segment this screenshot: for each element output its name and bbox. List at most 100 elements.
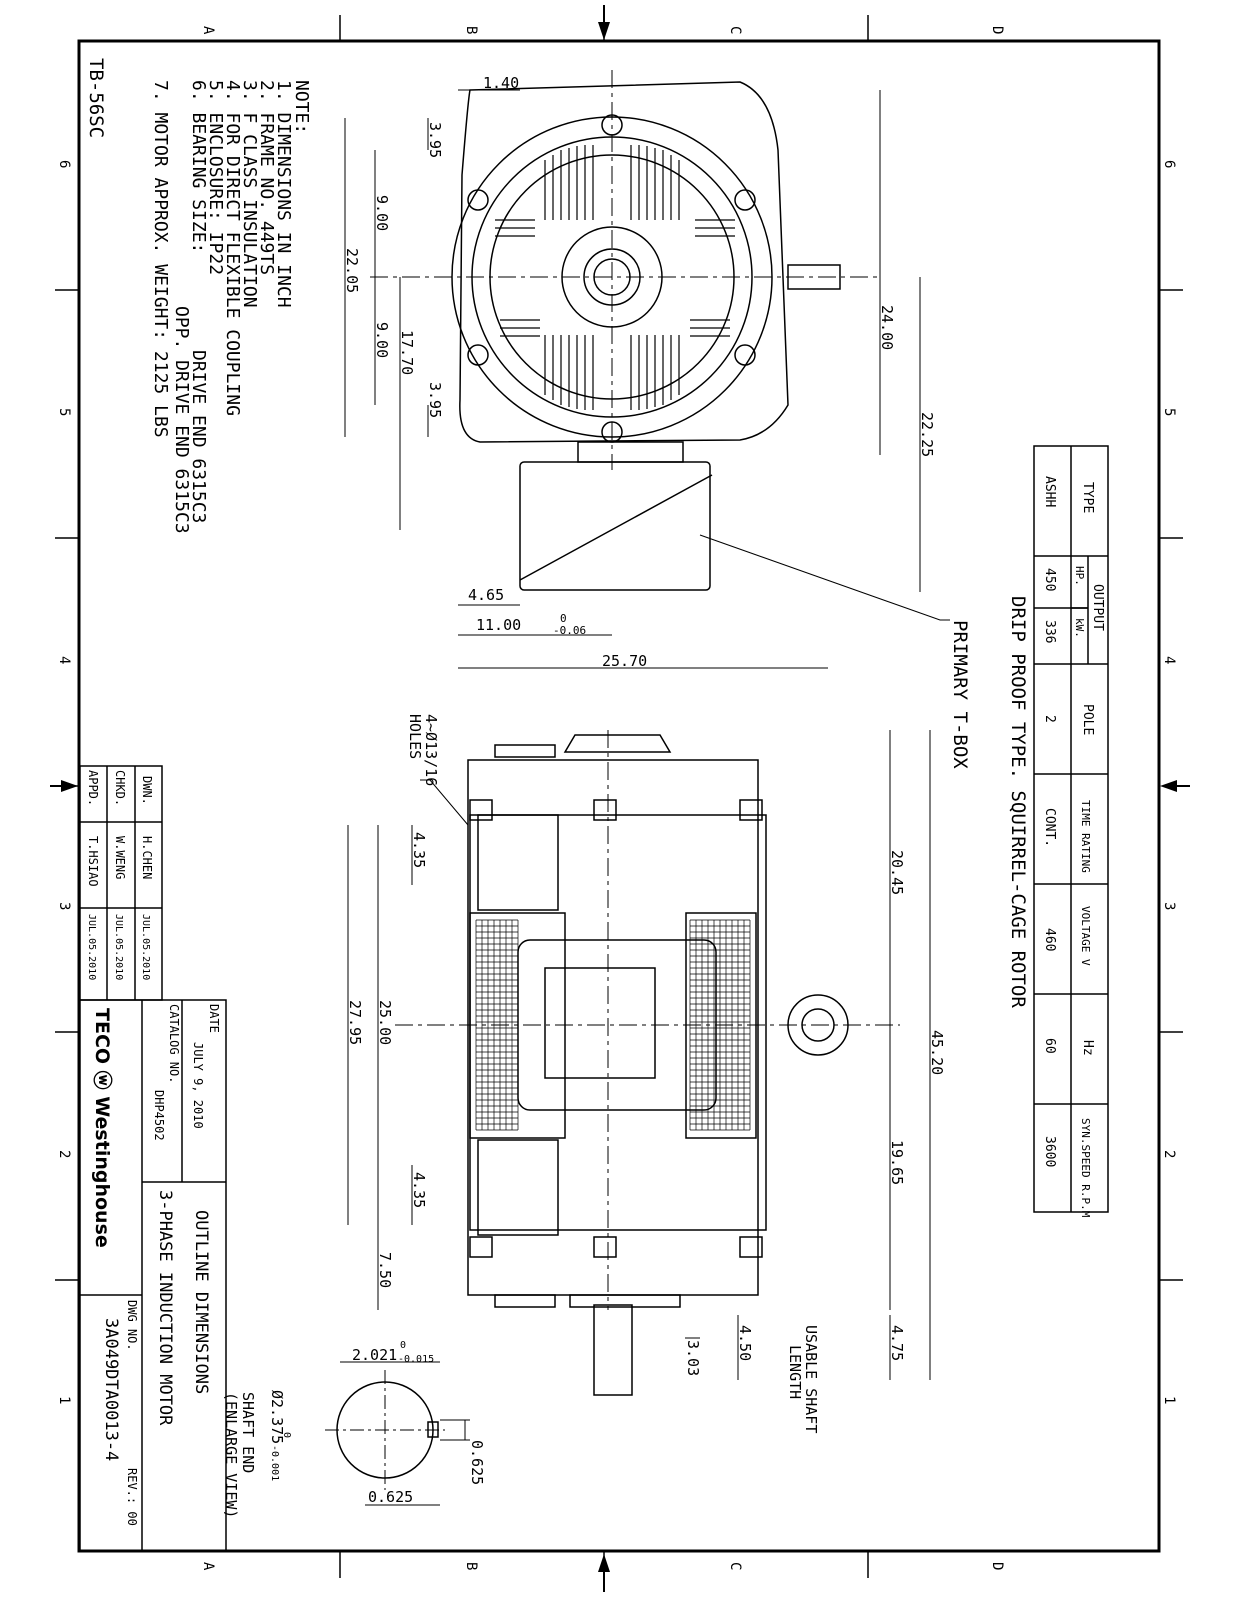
tb-date-chkd: JUL.05.2010 [113, 914, 124, 980]
tb-role-dwn: DWN. [140, 776, 154, 805]
spec-caption: DRIP PROOF TYPE. SQUIRREL-CAGE ROTOR [1007, 596, 1029, 1008]
spec-header-hp: HP. [1073, 566, 1086, 586]
spec-header-hz: Hz [1080, 1040, 1095, 1056]
grid-num-left-1: 1 [56, 1396, 72, 1404]
spec-value-pole: 2 [1042, 715, 1057, 723]
tb-name-appd: T.HSIAO [86, 836, 100, 887]
note-4: 4. FOR DIRECT FLEXIBLE COUPLING [222, 80, 243, 416]
spec-value-kw: 336 [1042, 620, 1057, 643]
dim-3-95-bottom: 3.95 [426, 382, 444, 418]
dim-20-45: 20.45 [888, 850, 906, 895]
spec-value-hp: 450 [1042, 568, 1057, 591]
note-5: 5. ENCLOSURE: IP22 [205, 80, 226, 275]
grid-letter-top-c: C [727, 26, 743, 34]
side-view-dims: 4~Ø13/16 HOLES 4.35 27.95 25.00 4.35 7.5… [346, 714, 946, 1433]
tb-role-chkd: CHKD. [113, 770, 127, 806]
note-6: 6. BEARING SIZE: [188, 80, 209, 253]
grid-letter-top-b: B [463, 26, 479, 34]
spec-header-time-rating: TIME RATING [1079, 800, 1092, 873]
dim-9-00-lower: 9.00 [373, 322, 391, 358]
spec-header-syn-speed: SYN.SPEED R.P.M [1079, 1118, 1092, 1218]
spec-value-syn-speed: 3600 [1042, 1136, 1057, 1167]
usable-shaft-label-line1: USABLE SHAFT [802, 1325, 820, 1433]
spec-header-type: TYPE [1080, 482, 1095, 513]
tb-role-appd: APPD. [86, 770, 100, 806]
tb-title-line2: 3-PHASE INDUCTION MOTOR [155, 1190, 175, 1426]
dim-0-625-vertical: 0.625 [468, 1440, 486, 1485]
tb-date-value: JULY 9, 2010 [191, 1042, 205, 1129]
usable-shaft-label-line2: LENGTH [786, 1345, 804, 1399]
spec-table [1033, 445, 1109, 1213]
note-6-drive-end: DRIVE END 6315C3 [188, 350, 209, 523]
grid-num-right-1: 1 [1161, 1396, 1177, 1404]
spec-value-type: ASHH [1042, 476, 1057, 507]
grid-num-left-4: 4 [56, 656, 72, 664]
grid-letter-bot-a: A [200, 1562, 216, 1571]
dim-4-35-bottom: 4.35 [410, 1172, 428, 1208]
dim-2-021-tol-lower: -0.015 [398, 1354, 434, 1365]
spec-header-output: OUTPUT [1090, 584, 1105, 631]
tb-dwg-label: DWG NO. [125, 1300, 139, 1351]
tb-date-appd: JUL.05.2010 [86, 914, 97, 980]
shaft-end-title-line1: SHAFT END [239, 1392, 257, 1473]
grid-letter-bot-b: B [463, 1562, 479, 1570]
sheet-id: TB-56SC [85, 58, 107, 138]
grid-letter-bot-c: C [727, 1562, 743, 1570]
dim-dia-2-375: Ø2.375 [268, 1390, 286, 1444]
grid-num-right-2: 2 [1161, 1150, 1177, 1158]
dim-25-00: 25.00 [376, 1000, 394, 1045]
note-3: 3. F CLASS INSULATION [239, 80, 260, 308]
grid-num-left-6: 6 [56, 160, 72, 168]
tb-logo-text: TECO ⓦ Westinghouse [91, 1008, 114, 1248]
tb-catalog-value: DHP4502 [152, 1090, 166, 1141]
tb-date-dwn: JUL.05.2010 [140, 914, 151, 980]
grid-num-left-3: 3 [56, 902, 72, 910]
tb-dwg-value: 3A049DTA0013-4 [101, 1318, 121, 1461]
dim-0-625-horizontal: 0.625 [368, 1488, 413, 1506]
grid-num-right-3: 3 [1161, 902, 1177, 910]
title-block [79, 765, 227, 1552]
dim-11-00: 11.00 [476, 616, 521, 634]
spec-table-text: DRIP PROOF TYPE. SQUIRREL-CAGE ROTOR TYP… [1007, 476, 1105, 1218]
note-2: 2. FRAME NO. 449TS [256, 80, 277, 275]
holes-label-line2: HOLES [406, 714, 424, 759]
grid-letter-bot-d: D [989, 1562, 1005, 1570]
dim-11-00-tol-lower: -0.06 [553, 624, 586, 637]
dim-dia-tol-upper: 0 [281, 1432, 292, 1438]
dim-4-75: 4.75 [888, 1325, 906, 1361]
grid-num-right-5: 5 [1161, 408, 1177, 416]
center-arrows [50, 5, 1190, 1592]
spec-header-pole: POLE [1080, 704, 1095, 735]
shaft-end-view [325, 1361, 470, 1506]
dim-22-05: 22.05 [343, 248, 361, 293]
dim-25-70: 25.70 [602, 652, 647, 670]
note-6-opp-drive-end: OPP. DRIVE END 6315C3 [171, 306, 192, 534]
grid-num-right-4: 4 [1161, 656, 1177, 664]
dim-22-25: 22.25 [918, 412, 936, 457]
grid-num-right-6: 6 [1161, 160, 1177, 168]
grid-labels: A B C D A B C D 6 5 4 3 2 1 6 5 4 3 2 1 [56, 26, 1177, 1571]
dim-4-65: 4.65 [468, 586, 504, 604]
grid-num-left-5: 5 [56, 408, 72, 416]
dim-1-40: 1.40 [483, 74, 519, 92]
dim-9-00-upper: 9.00 [373, 195, 391, 231]
side-view-shaft [593, 1304, 633, 1396]
tb-name-dwn: H.CHEN [140, 836, 154, 879]
dim-45-20: 45.20 [928, 1030, 946, 1075]
dim-11-00-tol-upper: 0 [560, 612, 567, 625]
tb-rev-label: REV.: 00 [125, 1468, 139, 1526]
tb-title-line1: OUTLINE DIMENSIONS [191, 1210, 211, 1394]
side-view-vent-grids [475, 919, 751, 1131]
primary-tbox-label: PRIMARY T-BOX [949, 620, 971, 769]
dim-2-021-tol-upper: 0 [400, 1340, 406, 1351]
spec-header-kw: kW. [1073, 618, 1086, 638]
tb-name-chkd: W.WENG [113, 836, 127, 879]
holes-label-line1: 4~Ø13/16 [422, 714, 440, 786]
shaft-end-title-line2: (ENLARGE VIEW) [222, 1392, 240, 1518]
note-7: 7. MOTOR APPROX. WEIGHT: 2125 LBS [150, 80, 171, 438]
title-block-text: DWN. CHKD. APPD. H.CHEN W.WENG T.HSIAO J… [86, 770, 221, 1526]
dim-dia-tol-lower: -0.001 [269, 1445, 280, 1481]
dim-24-00: 24.00 [878, 305, 896, 350]
sheet-border [77, 39, 1161, 1553]
